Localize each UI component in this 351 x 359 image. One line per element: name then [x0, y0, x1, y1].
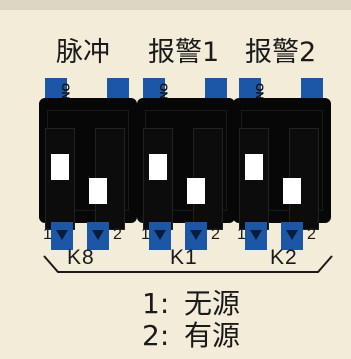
legend-row-passive: 1: 无源 — [142, 288, 240, 320]
dip-switch-k8[interactable]: ON 1 2 — [39, 78, 137, 254]
pin-number-1: 1 — [141, 226, 150, 243]
pin-number-2: 2 — [113, 226, 122, 243]
pin-arrow-icon — [286, 230, 298, 240]
bottom-pin — [245, 222, 267, 250]
switch-channel-2 — [95, 128, 125, 230]
bottom-pin — [149, 222, 171, 250]
pin-arrow-icon — [154, 230, 166, 240]
switch-id-k2: K2 — [270, 246, 298, 269]
switch-body — [233, 98, 331, 230]
dip-switch-k1[interactable]: ON 1 2 — [137, 78, 235, 254]
dip-switch-k2[interactable]: ON 1 2 — [233, 78, 331, 254]
pin-number-2: 2 — [307, 226, 316, 243]
switch-body — [39, 98, 137, 230]
switch-knob-1[interactable] — [245, 154, 263, 180]
pin-number-1: 1 — [43, 226, 52, 243]
legend-value: 无源 — [184, 287, 241, 320]
pin-arrow-icon — [250, 230, 262, 240]
legend-key: 2: — [142, 319, 170, 352]
switch-id-k8: K8 — [67, 246, 95, 269]
pin-arrow-icon — [56, 230, 68, 240]
bottom-pin — [281, 222, 303, 250]
section-label-pulse: 脉冲 — [56, 37, 110, 68]
switch-knob-2[interactable] — [187, 178, 205, 204]
pin-arrow-icon — [92, 230, 104, 240]
switch-body — [137, 98, 235, 230]
top-border-strip — [0, 0, 351, 10]
switch-knob-2[interactable] — [283, 178, 301, 204]
legend-key: 1: — [142, 287, 170, 320]
bottom-pin — [87, 222, 109, 250]
pin-number-2: 2 — [211, 226, 220, 243]
section-label-alarm2: 报警2 — [245, 37, 317, 68]
switch-knob-1[interactable] — [149, 154, 167, 180]
switch-knob-1[interactable] — [51, 154, 69, 180]
switch-knob-2[interactable] — [89, 178, 107, 204]
pin-arrow-icon — [190, 230, 202, 240]
legend-value: 有源 — [184, 319, 241, 352]
bottom-pin — [185, 222, 207, 250]
legend-row-active: 2: 有源 — [142, 320, 240, 352]
pin-number-1: 1 — [237, 226, 246, 243]
section-label-alarm1: 报警1 — [148, 37, 220, 68]
bottom-pin — [51, 222, 73, 250]
switch-id-k1: K1 — [170, 246, 198, 269]
